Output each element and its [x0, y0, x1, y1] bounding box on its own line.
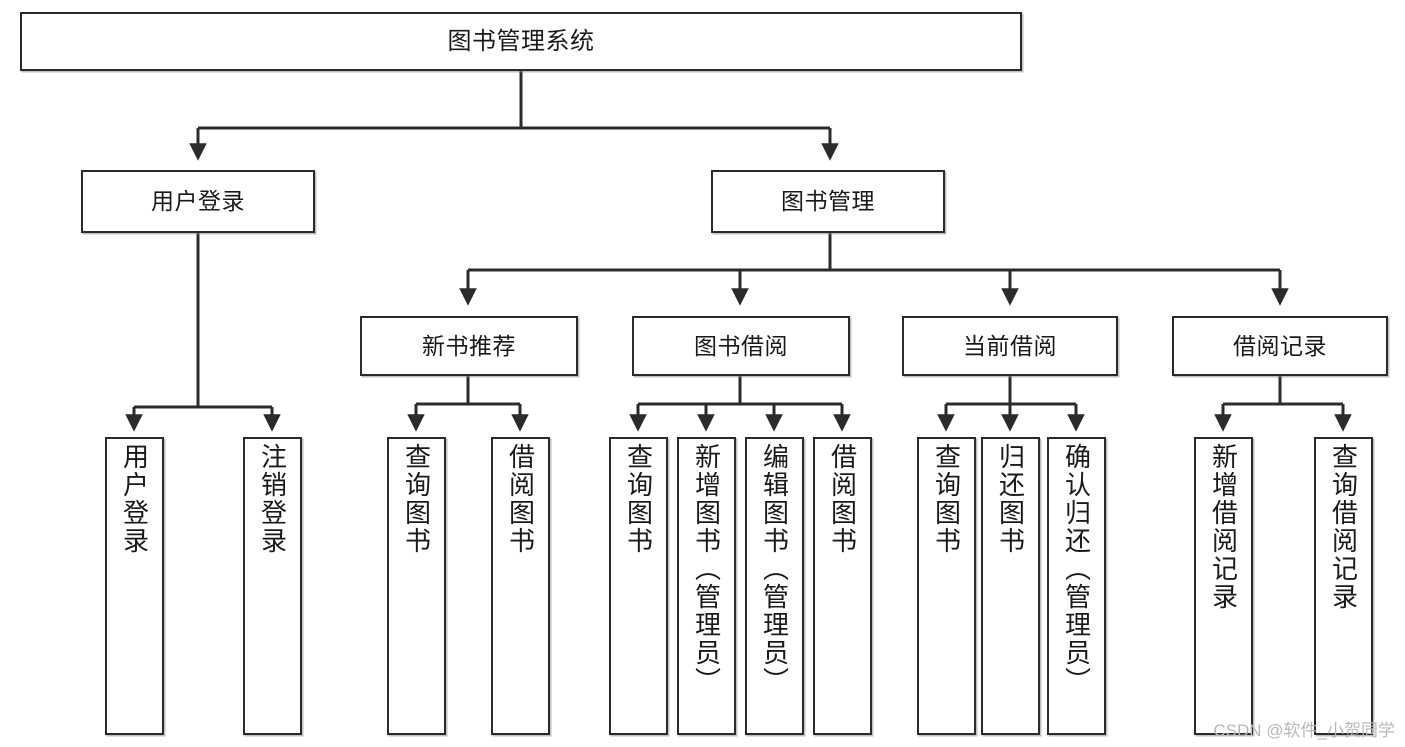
- node-leaf-query-record[interactable]: 查询借阅记录: [1314, 437, 1373, 735]
- node-leaf-query-book-3-label: 查询图书: [931, 443, 962, 555]
- node-current-borrow[interactable]: 当前借阅: [902, 316, 1118, 376]
- node-leaf-add-book-label: 新增图书（管理员）: [691, 443, 722, 695]
- node-leaf-user-login[interactable]: 用户登录: [105, 437, 164, 735]
- node-leaf-query-book-3[interactable]: 查询图书: [917, 437, 976, 735]
- node-leaf-add-record[interactable]: 新增借阅记录: [1194, 437, 1253, 735]
- node-user-login[interactable]: 用户登录: [81, 170, 315, 233]
- node-leaf-confirm-return-label: 确认归还（管理员）: [1061, 443, 1092, 695]
- node-leaf-borrow-book-1-label: 借阅图书: [505, 443, 536, 555]
- node-leaf-query-book-2[interactable]: 查询图书: [609, 437, 668, 735]
- node-leaf-return-book-label: 归还图书: [995, 443, 1026, 555]
- node-current-borrow-label: 当前借阅: [963, 332, 1057, 359]
- node-book-management-label: 图书管理: [781, 188, 875, 215]
- node-leaf-query-record-label: 查询借阅记录: [1328, 443, 1359, 611]
- node-leaf-confirm-return[interactable]: 确认归还（管理员）: [1047, 437, 1106, 735]
- node-leaf-edit-book[interactable]: 编辑图书（管理员）: [745, 437, 804, 735]
- node-leaf-logout-label: 注销登录: [257, 443, 288, 555]
- node-leaf-edit-book-label: 编辑图书（管理员）: [759, 443, 790, 695]
- node-leaf-query-book-2-label: 查询图书: [623, 443, 654, 555]
- node-book-borrow[interactable]: 图书借阅: [632, 316, 850, 376]
- node-leaf-borrow-book-2-label: 借阅图书: [827, 443, 858, 555]
- node-leaf-user-login-label: 用户登录: [119, 443, 150, 555]
- node-book-borrow-label: 图书借阅: [694, 332, 788, 359]
- node-user-login-label: 用户登录: [151, 188, 245, 215]
- node-leaf-logout[interactable]: 注销登录: [243, 437, 302, 735]
- node-leaf-borrow-book-1[interactable]: 借阅图书: [491, 437, 550, 735]
- node-leaf-borrow-book-2[interactable]: 借阅图书: [813, 437, 872, 735]
- node-book-management[interactable]: 图书管理: [711, 170, 945, 233]
- node-leaf-query-book-1[interactable]: 查询图书: [387, 437, 446, 735]
- csdn-watermark: CSDN @软件_小贺同学: [1213, 721, 1395, 740]
- node-borrow-record[interactable]: 借阅记录: [1172, 316, 1388, 376]
- node-root[interactable]: 图书管理系统: [20, 12, 1022, 71]
- node-leaf-query-book-1-label: 查询图书: [401, 443, 432, 555]
- node-borrow-record-label: 借阅记录: [1233, 332, 1327, 359]
- node-leaf-return-book[interactable]: 归还图书: [981, 437, 1040, 735]
- node-leaf-add-record-label: 新增借阅记录: [1208, 443, 1239, 611]
- node-new-book-recommend-label: 新书推荐: [422, 332, 516, 359]
- node-new-book-recommend[interactable]: 新书推荐: [360, 316, 578, 376]
- node-root-label: 图书管理系统: [447, 27, 595, 55]
- node-leaf-add-book[interactable]: 新增图书（管理员）: [677, 437, 736, 735]
